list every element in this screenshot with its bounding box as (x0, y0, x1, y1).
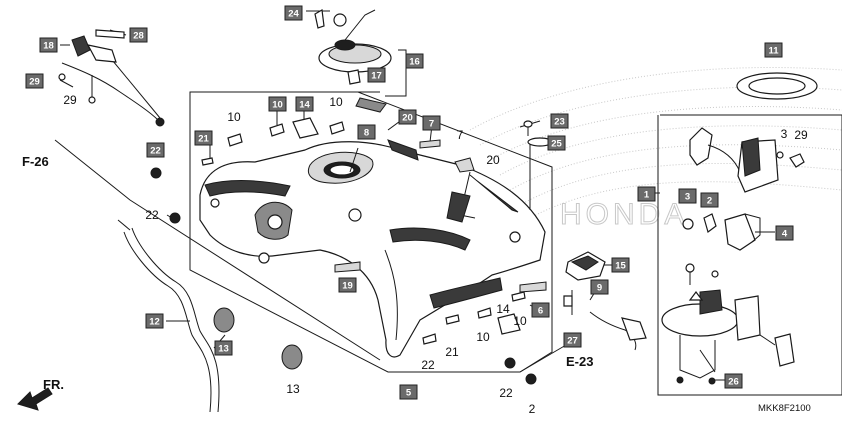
diagram-code: MKK8F2100 (758, 403, 811, 414)
part-tag: 14 (295, 96, 314, 112)
part-tag: 13 (214, 340, 233, 356)
svg-text:27: 27 (567, 336, 578, 347)
fuel-cap (314, 9, 392, 85)
svg-text:23: 23 (554, 117, 565, 128)
front-label: FR. (43, 377, 64, 392)
svg-text:12: 12 (149, 317, 160, 328)
callout-number: 20 (486, 153, 500, 167)
part-tag: 24 (284, 5, 303, 21)
svg-text:2: 2 (707, 196, 712, 207)
callout-number: 3 (781, 127, 788, 141)
part-tag: 26 (724, 373, 743, 389)
callout-number: 13 (286, 382, 300, 396)
svg-text:4: 4 (782, 229, 788, 240)
svg-text:26: 26 (728, 377, 739, 388)
callout-number: 10 (227, 110, 241, 124)
callout-number: 22 (499, 386, 513, 400)
part-tag: 4 (775, 225, 794, 241)
part-tag: 3 (678, 188, 697, 204)
svg-text:8: 8 (364, 128, 369, 139)
part-tags: 18 28 29 22 12 13 21 10 14 8 20 7 19 6 5… (25, 5, 794, 400)
callout-number: 10 (329, 95, 343, 109)
svg-text:10: 10 (272, 100, 283, 111)
svg-text:29: 29 (29, 77, 40, 88)
svg-text:25: 25 (551, 139, 562, 150)
svg-text:16: 16 (409, 57, 420, 68)
part-tag: 6 (531, 302, 550, 318)
part-tag: 18 (39, 37, 58, 53)
part-tag: 16 (405, 53, 424, 69)
callout-number: 2 (529, 402, 536, 416)
svg-text:18: 18 (43, 41, 54, 52)
svg-text:22: 22 (150, 146, 161, 157)
svg-text:28: 28 (133, 31, 144, 42)
svg-text:24: 24 (288, 9, 299, 20)
svg-text:9: 9 (597, 283, 602, 294)
callout-number: 14 (496, 302, 510, 316)
part-tag: 20 (398, 109, 417, 125)
part-tag: 22 (146, 142, 165, 158)
breather-valve (58, 29, 165, 127)
tank-frame (189, 91, 553, 373)
section-ref-right: E-23 (566, 354, 593, 369)
callout-numbers: 29 10 10 7 20 22 13 14 10 10 21 22 22 2 … (63, 93, 808, 416)
fuel-unit-and-line (563, 251, 647, 351)
svg-text:1: 1 (644, 190, 650, 201)
svg-text:5: 5 (406, 388, 412, 399)
part-tag: 23 (550, 113, 569, 129)
part-tag: 29 (25, 73, 44, 89)
section-ref-left: F-26 (22, 154, 49, 169)
front-arrow: FR. (17, 377, 64, 411)
svg-text:20: 20 (402, 113, 413, 124)
part-tag: 9 (590, 279, 609, 295)
part-tag: 15 (611, 257, 630, 273)
part-tag: 12 (145, 313, 164, 329)
callout-number: 22 (145, 208, 159, 222)
drain-hose (123, 227, 220, 413)
part-tag: 8 (357, 124, 376, 140)
callout-number: 7 (457, 128, 464, 142)
watermark-honda-text: HONDA (560, 198, 688, 231)
callout-number: 21 (445, 345, 459, 359)
svg-text:7: 7 (429, 119, 434, 130)
svg-text:19: 19 (342, 281, 353, 292)
part-tag: 17 (367, 67, 386, 83)
svg-text:21: 21 (198, 134, 209, 145)
svg-text:17: 17 (371, 71, 382, 82)
svg-text:13: 13 (218, 344, 229, 355)
svg-text:6: 6 (538, 306, 543, 317)
svg-text:14: 14 (299, 100, 310, 111)
callout-number: 22 (421, 358, 435, 372)
part-tag: 27 (563, 332, 582, 348)
fuel-tank (199, 141, 546, 358)
svg-text:11: 11 (768, 46, 779, 57)
part-tag: 5 (399, 384, 418, 400)
part-tag: 11 (764, 42, 783, 58)
part-tag: 1 (637, 186, 656, 202)
part-tag: 21 (194, 130, 213, 146)
callout-number: 29 (63, 93, 77, 107)
pump-frame (657, 114, 842, 396)
part-tag: 2 (700, 192, 719, 208)
part-tag: 10 (268, 96, 287, 112)
svg-text:15: 15 (615, 261, 626, 272)
callout-number: 10 (476, 330, 490, 344)
grommets (213, 307, 303, 370)
callout-number: 10 (513, 314, 527, 328)
svg-text:3: 3 (685, 192, 690, 203)
washers (150, 167, 537, 385)
part-tag: 7 (422, 115, 441, 131)
tank-gasket (736, 72, 818, 100)
callout-number: 29 (794, 128, 808, 142)
part-tag: 28 (129, 27, 148, 43)
small-parts (201, 97, 553, 345)
part-tag: 25 (547, 135, 566, 151)
fuel-pump-assembly (661, 127, 805, 385)
part-tag: 19 (338, 277, 357, 293)
